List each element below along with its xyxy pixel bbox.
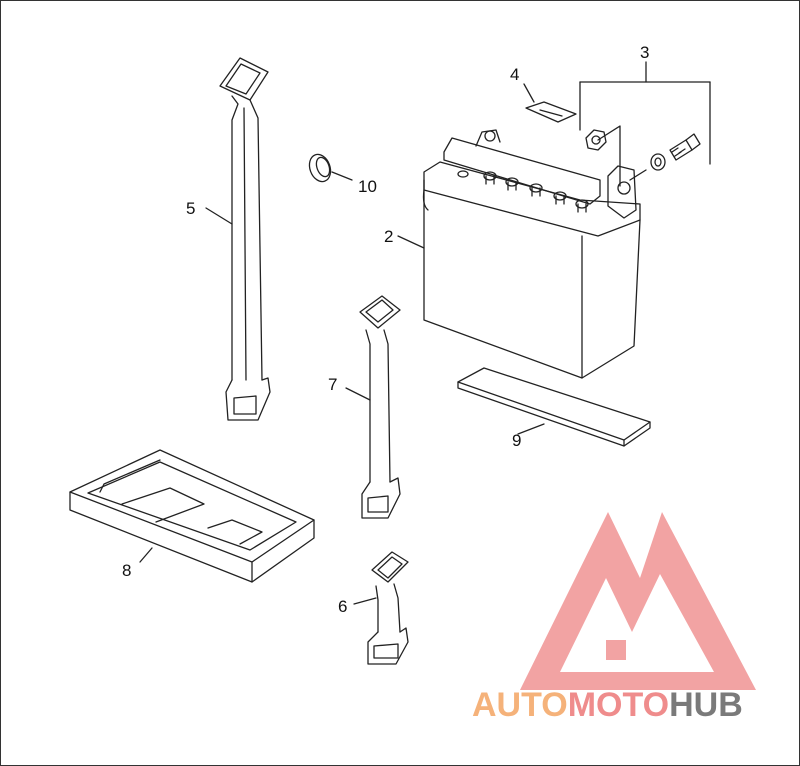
strap-long (219, 57, 271, 421)
battery-tray (69, 449, 315, 583)
battery-pad (457, 367, 651, 447)
callout-5: 5 (186, 199, 195, 218)
callout-10: 10 (358, 177, 377, 196)
strap-medium (359, 295, 401, 519)
callout-4: 4 (510, 65, 519, 84)
callout-6: 6 (338, 597, 347, 616)
hardware-kit (579, 61, 711, 187)
callout-9: 9 (512, 431, 521, 450)
battery (422, 129, 641, 379)
callout-7: 7 (328, 375, 337, 394)
plug-part (308, 153, 332, 183)
callout-2: 2 (384, 227, 393, 246)
watermark-logo-icon (520, 512, 756, 690)
strap-short (367, 551, 409, 665)
callout-8: 8 (122, 561, 131, 580)
leader-lines (139, 83, 545, 605)
watermark-text: AUTOMOTOHUB (472, 686, 743, 724)
callout-3: 3 (640, 43, 649, 62)
label-part (525, 101, 577, 123)
